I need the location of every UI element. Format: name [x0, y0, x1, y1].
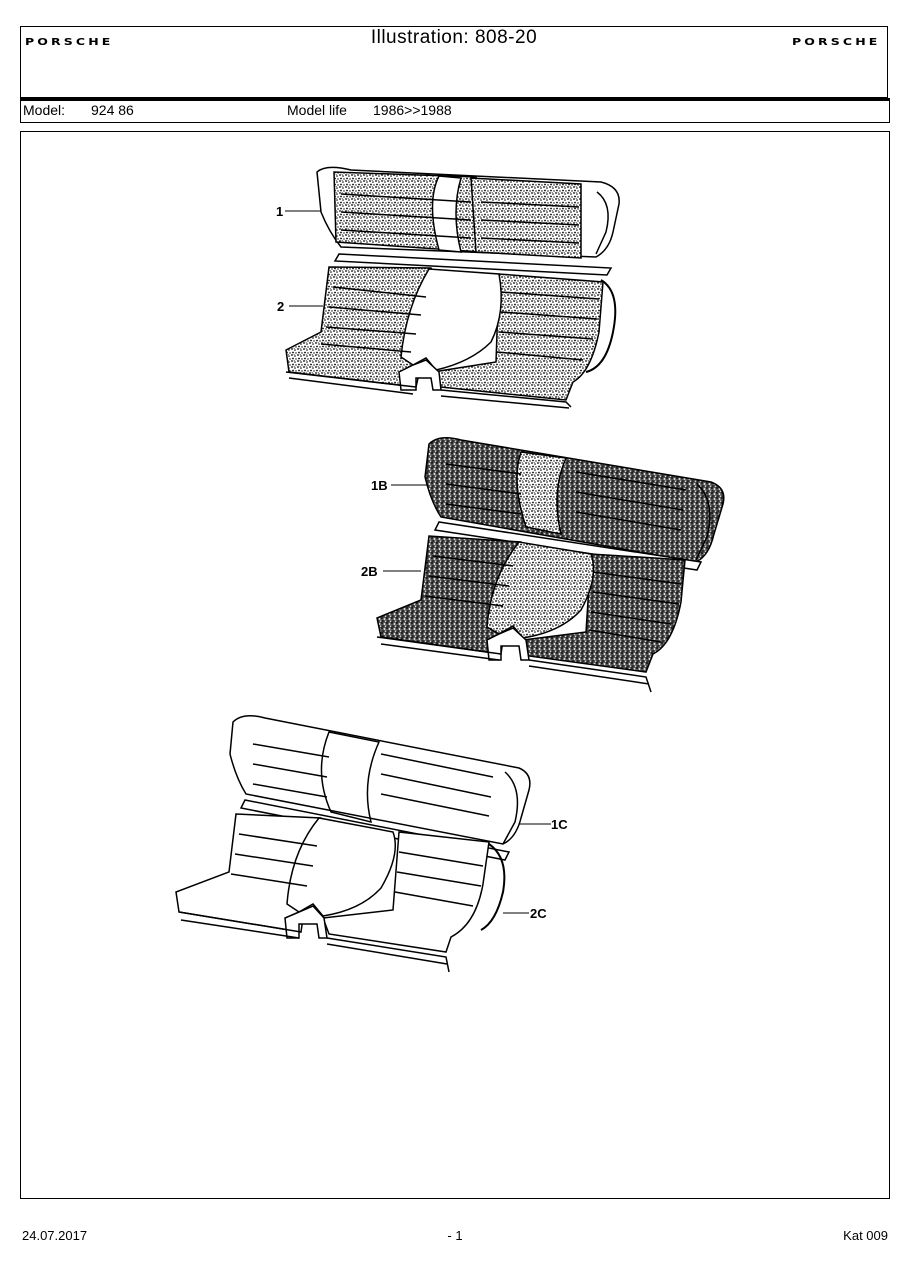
seat-set-1: [285, 166, 620, 409]
callout-1c: 1C: [551, 817, 568, 832]
header-divider: [20, 98, 890, 101]
backrest-1b: [424, 437, 725, 563]
model-label: Model:: [23, 102, 66, 118]
model-life-value: 1986>>1988: [373, 102, 452, 118]
page-header: PORSCHE Illustration: 808-20 PORSCHE: [20, 26, 888, 98]
cushion-2: [285, 266, 617, 409]
footer-catalog: Kat 009: [843, 1228, 888, 1243]
cushion-2c: [175, 813, 506, 973]
callout-2b: 2B: [361, 564, 378, 579]
backrest-1: [316, 166, 620, 259]
seat-illustration: 1 2 1B: [175, 166, 725, 973]
seat-set-2: [376, 437, 725, 693]
illustration-frame: 1 2 1B: [20, 131, 890, 1199]
seat-set-3: [175, 715, 551, 973]
footer-date: 24.07.2017: [22, 1228, 88, 1243]
backrest-1c: [229, 715, 531, 845]
cushion-2b: [376, 535, 686, 693]
footer-page-number: - 1: [447, 1228, 463, 1243]
callout-2c: 2C: [530, 906, 547, 921]
callout-1b: 1B: [371, 478, 388, 493]
porsche-logo-right: PORSCHE: [792, 37, 881, 48]
model-bar: Model: 924 86 Model life 1986>>1988: [20, 101, 890, 123]
callout-2: 2: [277, 299, 284, 314]
crossbar-1: [333, 253, 613, 276]
model-value: 924 86: [91, 102, 134, 118]
page-title: Illustration: 808-20: [370, 27, 538, 48]
porsche-logo-left: PORSCHE: [25, 37, 114, 48]
callout-1: 1: [276, 204, 283, 219]
model-life-label: Model life: [287, 102, 347, 118]
